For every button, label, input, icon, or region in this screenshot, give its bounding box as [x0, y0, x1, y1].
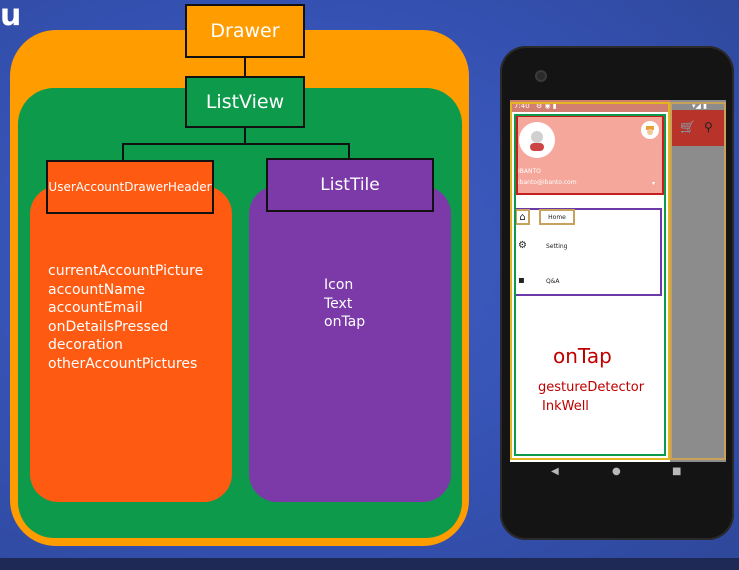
avatar-icon — [530, 131, 544, 151]
other-account-avatar[interactable] — [641, 121, 659, 139]
details-arrow-icon[interactable]: ▾ — [652, 180, 656, 187]
status-icons: ⚙ ◉ ▮ — [535, 102, 557, 110]
tile-qa[interactable]: Q&A — [546, 278, 560, 285]
header-panel — [30, 186, 232, 502]
ontap-option: gestureDetector — [538, 380, 645, 395]
home-nav-icon[interactable]: ● — [612, 466, 621, 477]
drawer-highlight — [510, 102, 670, 460]
connector-right-down — [348, 143, 350, 158]
bottom-strip — [0, 558, 739, 570]
current-account-avatar[interactable] — [519, 122, 555, 158]
listview-highlight — [514, 114, 666, 456]
drawer-node: Drawer — [185, 4, 305, 58]
listtile-panel — [249, 186, 451, 502]
listtile-properties-list: Icon Text onTap — [324, 276, 365, 332]
header-property: decoration — [48, 337, 123, 353]
gear-icon[interactable]: ⚙ — [518, 240, 527, 251]
ontap-options: gestureDetector InkWell — [538, 378, 644, 416]
status-time: 7:40 — [514, 102, 530, 110]
connector-drawer-listview — [244, 58, 246, 76]
ontap-option: InkWell — [542, 399, 589, 414]
corner-character: u — [0, 0, 22, 33]
header-property: onDetailsPressed — [48, 318, 169, 335]
header-property: accountEmail — [48, 300, 143, 316]
home-icon[interactable]: ⌂ — [515, 209, 530, 225]
home-icon-glyph: ⌂ — [519, 211, 526, 223]
listview-node: ListView — [185, 76, 305, 128]
tile-property: Icon — [324, 277, 354, 293]
recent-apps-icon[interactable]: ■ — [672, 466, 682, 477]
header-properties-list: currentAccountPicture accountName accoun… — [48, 262, 203, 373]
connector-horizontal — [122, 143, 350, 145]
user-account-drawer-header-node: UserAccountDrawerHeader — [46, 160, 214, 214]
tile-setting[interactable]: Setting — [546, 243, 568, 250]
header-property: currentAccountPicture — [48, 263, 204, 279]
tile-home[interactable]: Home — [539, 209, 575, 225]
chat-icon[interactable]: ▪ — [518, 275, 525, 286]
account-name: IBANTO — [518, 168, 541, 175]
chef-icon — [646, 126, 654, 135]
listtile-node: ListTile — [266, 158, 434, 212]
connector-listview-down — [244, 128, 246, 144]
scrim-highlight — [670, 102, 726, 460]
search-icon[interactable]: ⚲ — [704, 120, 713, 134]
back-icon[interactable]: ◀ — [551, 466, 559, 477]
status-right-icons: ▾◢ ▮ — [692, 102, 707, 110]
tile-property: onTap — [324, 314, 366, 330]
header-property: otherAccountPictures — [48, 355, 198, 372]
header-property: accountName — [48, 281, 146, 298]
ontap-annotation: onTap — [553, 344, 612, 368]
camera-icon — [535, 70, 547, 82]
connector-left-down — [122, 143, 124, 160]
account-email: ibanto@ibanto.com — [518, 179, 577, 186]
cart-icon[interactable]: 🛒 — [680, 120, 695, 134]
tile-property: Text — [324, 295, 353, 312]
